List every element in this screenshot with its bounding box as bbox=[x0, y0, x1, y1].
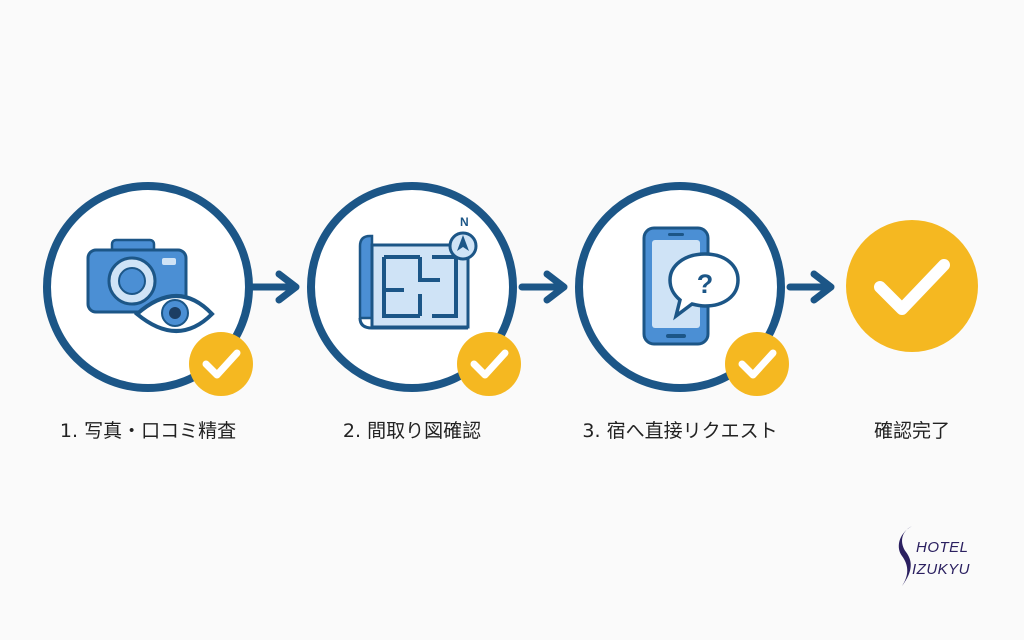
final-label: 確認完了 bbox=[873, 420, 951, 442]
step-2-label: 2. 間取り図確認 bbox=[342, 420, 482, 442]
arrow-3 bbox=[786, 270, 835, 304]
step-3: ? bbox=[575, 182, 789, 396]
final-complete bbox=[846, 220, 978, 352]
step-3-label: 3. 宿へ直接リクエスト bbox=[582, 420, 778, 442]
logo-line2: IZUKYU bbox=[912, 561, 970, 578]
camera-eye-icon bbox=[86, 238, 215, 333]
step-2: N bbox=[307, 182, 521, 396]
svg-text:?: ? bbox=[697, 269, 714, 299]
logo-line1: HOTEL bbox=[916, 539, 969, 556]
step-1 bbox=[43, 182, 253, 396]
big-check-icon bbox=[874, 259, 950, 315]
check-badge-icon bbox=[457, 332, 521, 396]
arrow-2 bbox=[518, 270, 568, 304]
smartphone-question-icon: ? bbox=[642, 226, 740, 346]
arrow-1 bbox=[248, 270, 300, 304]
hotel-izukyu-logo: HOTEL IZUKYU bbox=[898, 526, 970, 586]
final-circle bbox=[846, 220, 978, 352]
step-1-label: 1. 写真・口コミ精査 bbox=[59, 420, 237, 442]
svg-text:N: N bbox=[460, 215, 469, 229]
floor-plan-compass-icon: N bbox=[358, 215, 478, 330]
check-badge-icon bbox=[725, 332, 789, 396]
check-badge-icon bbox=[189, 332, 253, 396]
